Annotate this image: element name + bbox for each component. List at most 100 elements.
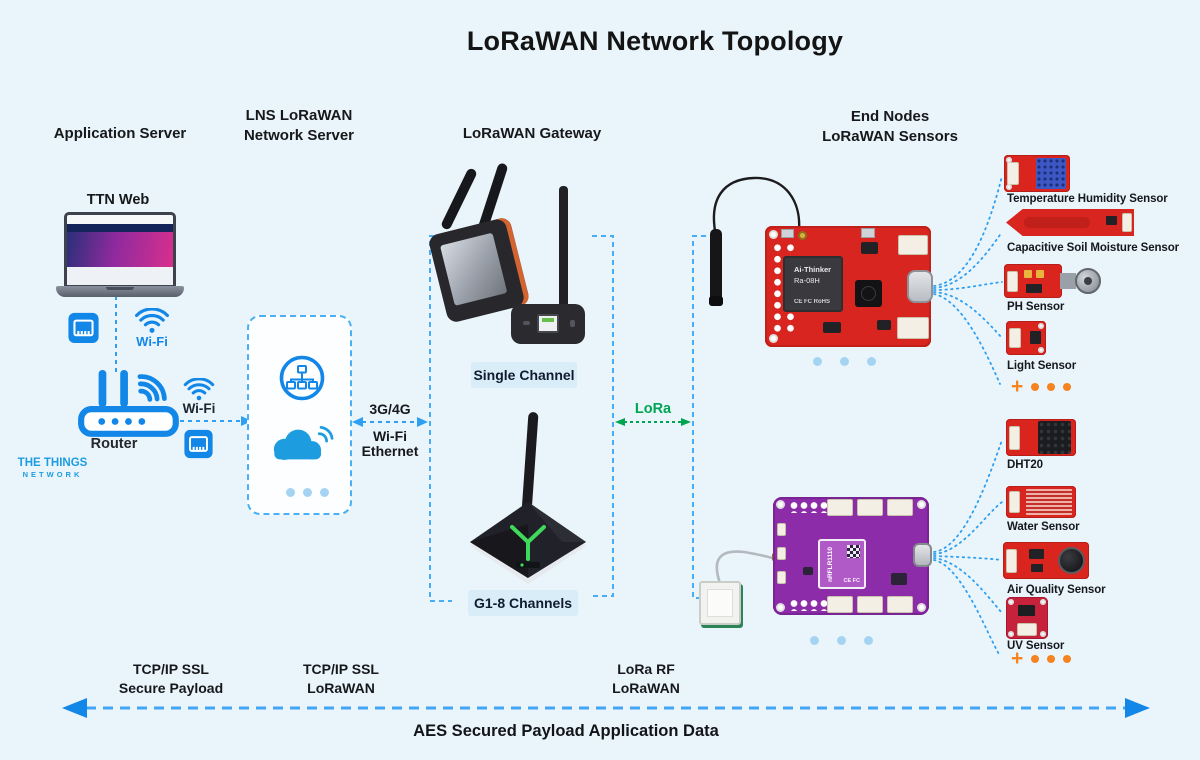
ipex-connector: [798, 231, 807, 240]
gateway-device-single: [427, 162, 562, 324]
page-title: LoRaWAN Network Topology: [466, 26, 844, 56]
sitemap-icon: [279, 355, 325, 401]
sensor-air-quality: [1003, 542, 1089, 579]
more-sensors-indicator: +: [1011, 376, 1072, 397]
router-label: Router: [90, 436, 138, 452]
end-node-board-red: Ai-Thinker Ra-08H CE FC RoHS: [765, 226, 933, 347]
gas-sensor-element: [1058, 547, 1085, 574]
dht11-element: [1036, 158, 1066, 189]
footer-label-lora-rf: LoRa RF LoRaWAN: [612, 661, 680, 696]
antenna: [440, 167, 478, 231]
gateway-bracket-right: [592, 235, 614, 597]
arrowhead-left-icon: [615, 418, 625, 426]
gateway-body: [511, 304, 585, 344]
backhaul-label-2: Wi-Fi: [372, 428, 408, 444]
arrowhead-left-icon: [352, 417, 363, 427]
header-application-server: Application Server: [53, 125, 187, 142]
sensor-label: Water Sensor: [1007, 521, 1080, 533]
sensor-dht20: [1006, 419, 1076, 456]
jst-connector: [897, 317, 929, 339]
arrowhead-left-icon: [62, 698, 87, 718]
ttn-cloud-icon: [273, 425, 334, 460]
board1-dots: [813, 357, 876, 366]
qr-code: [847, 545, 860, 558]
sensor-ph: [1004, 263, 1104, 299]
jst-connector: [887, 499, 913, 516]
sensor-light: [1006, 321, 1046, 355]
more-sensors-indicator: +: [1011, 648, 1072, 669]
jst-connector: [857, 596, 883, 613]
laptop-screen: [64, 212, 176, 288]
ethernet-port: [537, 314, 559, 333]
jst-connector: [827, 499, 853, 516]
arrowhead-right-icon: [681, 418, 691, 426]
lora-module: nRFLR1110 CE FC: [818, 539, 866, 589]
jst-connector: [898, 235, 928, 255]
antenna: [559, 186, 568, 308]
board2-sensor-fan-lines: [933, 439, 1003, 657]
router-icon: [78, 370, 179, 437]
sensor-label: Temperature Humidity Sensor: [1007, 193, 1168, 205]
footer-label-tcpip-lorawan: TCP/IP SSL LoRaWAN: [303, 661, 379, 696]
module-name: Ai-Thinker: [794, 265, 832, 274]
wifi-label-laptop: Wi-Fi: [136, 334, 168, 349]
network-server-box: [247, 315, 352, 515]
wifi-icon: [183, 378, 215, 401]
sensor-uv: [1006, 597, 1048, 639]
water-traces: [1026, 489, 1072, 515]
aes-arrow-label: AES Secured Payload Application Data: [413, 722, 719, 740]
lora-link-label: LoRa: [634, 401, 672, 417]
module-marks: CE FC RoHS: [794, 299, 830, 305]
jst-connector: [857, 499, 883, 516]
usb-c-port: [907, 270, 933, 303]
button: [781, 229, 794, 238]
bnc-connector: [1075, 268, 1101, 294]
end-node-board-purple: nRFLR1110 CE FC: [773, 497, 932, 615]
wifi-label-router: Wi-Fi: [182, 401, 216, 416]
bnc-stem: [1060, 273, 1076, 289]
header-lorawan-gateway: LoRaWAN Gateway: [462, 125, 602, 142]
ttn-web-label: TTN Web: [86, 192, 150, 208]
gateway-body: [470, 502, 586, 584]
backhaul-label-3: Ethernet: [361, 443, 419, 459]
laptop-base: [56, 286, 184, 297]
gateway-label-single-channel: Single Channel: [471, 362, 577, 388]
ethernet-icon: [68, 312, 99, 343]
module-model: Ra-08H: [794, 276, 820, 285]
laptop: [56, 212, 184, 304]
ethernet-icon: [184, 429, 213, 459]
sensor-label: Capacitive Soil Moisture Sensor: [1007, 242, 1180, 254]
sensor-label: UV Sensor: [1007, 640, 1065, 652]
sensor-label: PH Sensor: [1007, 301, 1065, 313]
arrowhead-right-icon: [417, 417, 428, 427]
sensor-water: [1006, 486, 1076, 518]
gateway-label-multi-channel: G1-8 Channels: [468, 590, 578, 616]
board2-dots: [810, 636, 873, 645]
wifi-icon: [135, 308, 169, 333]
header-lns-network-server: LNS LoRaWAN Network Server: [243, 107, 355, 144]
sensor-label: Light Sensor: [1007, 360, 1077, 372]
ttn-logo-subtext: NETWORK: [22, 470, 83, 479]
antenna: [521, 411, 539, 515]
lora-module: Ai-Thinker Ra-08H CE FC RoHS: [783, 256, 843, 312]
board1-antenna: [710, 229, 722, 303]
sensor-label: Air Quality Sensor: [1007, 584, 1106, 596]
module-name: nRFLR1110: [827, 546, 835, 583]
ttn-box-dots: [286, 488, 329, 497]
dht20-element: [1038, 421, 1071, 454]
jst-connector: [887, 596, 913, 613]
sensor-temp-humidity: [1004, 155, 1070, 192]
jst-connector: [827, 596, 853, 613]
gateway-screen: [439, 232, 508, 306]
backhaul-label-1: 3G/4G: [369, 401, 411, 417]
button: [861, 228, 875, 238]
gps-antenna: [699, 581, 741, 625]
mcu-chip: [855, 280, 882, 307]
sensor-label: DHT20: [1007, 459, 1043, 471]
header-end-nodes: End Nodes LoRaWAN Sensors: [822, 108, 958, 145]
ttn-logo-text: THE THINGS: [17, 457, 88, 469]
usb-c-port: [913, 543, 932, 567]
sensor-soil-moisture: [1006, 209, 1134, 236]
board1-sensor-fan-lines: [933, 175, 1003, 385]
